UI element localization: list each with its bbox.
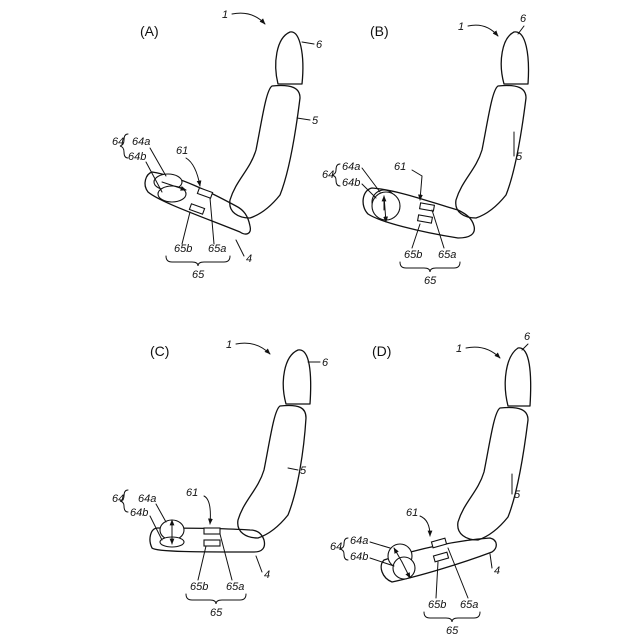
panel-b-module-group-label: 65 [424, 275, 437, 287]
panel-a-module-65a [197, 188, 212, 198]
panel-d-sensor-64b [393, 557, 415, 579]
panel-c-title: (C) [150, 343, 169, 359]
panel-c-backrest-leader [288, 468, 298, 470]
panel-b-seat-label: 1 [458, 21, 464, 33]
panel-a-backrest-leader [297, 118, 310, 120]
panel-d-headrest-label: 6 [524, 331, 531, 343]
panel-d-unit-label: 61 [406, 507, 418, 519]
panel-c-backrest [238, 406, 306, 539]
panel-a-module-b-leader [182, 212, 190, 244]
panel-b-seat-arrow [468, 25, 498, 36]
panel-c-unit-label: 61 [186, 487, 198, 499]
panel-d: (D) 1 6 5 4 64 64a 64b 61 65b 65a 65 [330, 331, 531, 637]
panel-c-module-65b [204, 540, 220, 546]
panel-a-sensor-group-label: 64 [112, 136, 124, 148]
panel-a-module-b-label: 65b [174, 243, 192, 255]
panel-d-module-a-label: 65a [460, 599, 478, 611]
panel-c-cushion-label: 4 [264, 569, 270, 581]
panel-a-seat-label: 1 [222, 9, 228, 21]
panel-d-sensor-group-label: 64 [330, 541, 342, 553]
panel-c-module-brace [186, 594, 246, 604]
panel-a-module-group-label: 65 [192, 269, 205, 281]
panel-b-title: (B) [370, 23, 389, 39]
panel-a-seat-arrow [232, 13, 265, 24]
panel-d-module-a-leader [448, 548, 468, 598]
panel-c-cushion-leader [256, 556, 262, 572]
panel-b-sensor-a-label: 64a [342, 161, 360, 173]
panel-a-headrest [276, 32, 303, 84]
panel-c-headrest-label: 6 [322, 357, 329, 369]
panel-d-module-b-leader [436, 562, 438, 598]
panel-a-title: (A) [140, 23, 159, 39]
panel-b: (B) 1 6 5 64 64a 64b 61 65b 65a 65 [322, 13, 528, 287]
panel-d-cushion-leader [490, 554, 492, 568]
panel-a-unit-arrow [186, 158, 200, 186]
panel-c-module-group-label: 65 [210, 607, 223, 619]
panel-b-module-b-leader [412, 224, 420, 248]
panel-c-headrest [283, 350, 310, 404]
panel-c-module-b-label: 65b [190, 581, 208, 593]
panel-d-headrest [505, 348, 530, 406]
panel-c-seat-arrow [236, 343, 270, 354]
panel-a-module-a-label: 65a [208, 243, 226, 255]
panel-d-seat-label: 1 [456, 343, 462, 355]
panel-c-sensor-a-label: 64a [138, 493, 156, 505]
panel-b-module-a-leader [432, 210, 444, 248]
panel-b-sensor-brace [332, 164, 340, 186]
panel-c-module-a-leader [220, 534, 232, 580]
panel-a-headrest-leader [302, 42, 314, 44]
panel-d-module-group-label: 65 [446, 625, 459, 637]
panel-a: (A) 1 6 5 4 64 64a 64b 61 65b [112, 9, 323, 281]
panel-a-module-brace [166, 256, 230, 266]
panel-d-headrest-leader [522, 344, 528, 350]
panel-a-unit-label: 61 [176, 145, 188, 157]
panel-b-module-brace [400, 262, 460, 272]
panel-c-module-65a [204, 528, 220, 534]
panel-c-backrest-label: 5 [300, 465, 307, 477]
panel-d-sensor-b-label: 64b [350, 551, 368, 563]
panel-a-sensor-a-label: 64a [132, 136, 150, 148]
panel-d-module-brace [424, 612, 480, 622]
panel-b-headrest-leader [518, 26, 524, 34]
panel-b-backrest-label: 5 [516, 151, 523, 163]
panel-d-module-b-label: 65b [428, 599, 446, 611]
panel-c-seat-label: 1 [226, 339, 232, 351]
panel-a-cushion-label: 4 [246, 253, 252, 265]
panel-d-sensor-a-leader [370, 542, 390, 548]
panel-a-backrest-label: 5 [312, 115, 319, 127]
panel-d-backrest-label: 5 [514, 489, 521, 501]
panel-b-module-a-label: 65a [438, 249, 456, 261]
panel-b-unit-label: 61 [394, 161, 406, 173]
panel-c-sensor-a-leader [156, 504, 166, 522]
panel-b-unit-arrow [412, 170, 422, 200]
panel-b-module-65b [418, 215, 433, 223]
panel-c-unit-arrow [204, 496, 210, 524]
panel-d-unit-arrow [420, 516, 430, 536]
panel-d-backrest [458, 408, 528, 541]
panel-a-headrest-label: 6 [316, 39, 323, 51]
panel-d-module-65a [431, 538, 446, 548]
panel-d-cushion-label: 4 [494, 565, 500, 577]
panel-a-cushion-leader [236, 240, 244, 256]
panel-c-sensor-group-label: 64 [112, 493, 124, 505]
panel-b-headrest [501, 32, 528, 84]
panel-d-sensor-a-label: 64a [350, 535, 368, 547]
panel-d-title: (D) [372, 343, 391, 359]
panel-c-module-a-label: 65a [226, 581, 244, 593]
panel-c: (C) 1 6 5 4 64 64a 64b 61 65b 65a 65 [112, 339, 329, 619]
panel-a-backrest [230, 86, 300, 219]
panel-c-sensor-b-label: 64b [130, 507, 148, 519]
panel-d-module-65b [433, 552, 448, 562]
panel-d-seat-arrow [466, 347, 500, 358]
panel-c-module-b-leader [198, 546, 206, 580]
panel-a-sensor-b-label: 64b [128, 151, 146, 163]
panel-b-headrest-label: 6 [520, 13, 527, 25]
panel-b-module-b-label: 65b [404, 249, 422, 261]
panel-b-sensor-b-label: 64b [342, 177, 360, 189]
